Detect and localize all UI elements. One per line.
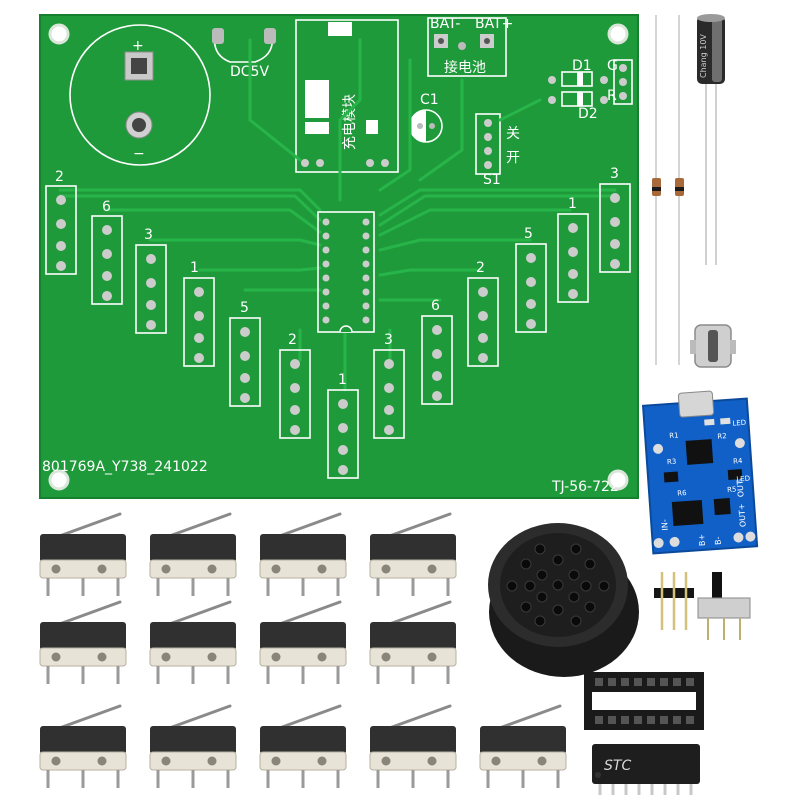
module-ref-r6: R6 [677,489,687,498]
microswitch [369,512,457,596]
key-number: 1 [568,196,577,212]
capacitor-c1-footprint: C1 [409,92,443,143]
module-ref-led: LED [736,475,750,484]
microswitch [39,704,127,788]
module-in-minus: IN- [660,519,670,531]
microswitch [259,600,347,684]
d2-label: D2 [578,106,598,122]
key-number: 5 [240,300,249,316]
key-number: 5 [524,226,533,242]
mount-hole [48,469,70,491]
key-footprint [467,277,499,367]
key-footprint [373,349,405,439]
ic-label: STC [604,758,631,774]
module-out-minus: OUT- [735,478,745,498]
slide-switch [697,572,751,640]
d1-label: D1 [572,58,592,74]
gate-label-r: R [607,88,617,104]
module-b-minus: B- [713,536,723,545]
board-code: 801769A_Y738_241022 [42,459,208,475]
mount-hole [48,23,70,45]
microswitch [259,704,347,788]
key-footprint [515,243,547,333]
board-id: TJ-56-722 [551,479,619,495]
module-ref-r1: R1 [669,431,679,440]
microswitch [39,512,127,596]
key-footprint [599,183,631,273]
battery-label: 接电池 [444,59,486,76]
key-footprint [229,317,261,407]
module-b-plus: B+ [697,534,707,547]
key-footprints [45,183,631,479]
microswitch [369,704,457,788]
switch-off-label: 关 [506,126,520,142]
module-ref-r3: R3 [667,458,677,467]
diode-footprints: D1 D2 G R [548,58,633,122]
microswitch [149,704,237,788]
mount-hole [607,469,629,491]
key-number: 3 [384,332,393,348]
microswitch [369,600,457,684]
ic-socket [584,672,704,730]
module-out-plus: OUT+ [737,503,748,527]
key-footprint [557,213,589,303]
key-number: 1 [190,260,199,276]
key-footprint [327,389,359,479]
switch-s1-footprint: 关 开 S1 [475,113,520,188]
gate-label-g: G [607,58,618,74]
bat-neg-label: BAT- [430,16,460,32]
key-footprint [135,244,167,334]
key-number-labels: 2 6 3 1 5 2 1 3 6 2 5 1 3 [55,166,619,388]
microswitch [149,512,237,596]
c1-label: C1 [420,92,439,108]
key-number: 3 [610,166,619,182]
speaker-plus-sign: + [132,38,144,54]
module-pad-labels: IN- B+ B- OUT+ OUT- [660,478,748,547]
pcb-board: + − DC5V 充电模块 BAT- BAT+ [39,14,639,499]
key-number: 3 [144,227,153,243]
key-footprint [91,215,123,305]
module-ref-led: LED [732,419,746,428]
microswitch [479,704,567,788]
microswitch [149,600,237,684]
diodes [652,15,684,365]
microswitch [259,512,347,596]
mount-hole [607,23,629,45]
key-number: 2 [288,332,297,348]
ic-chip: STC [592,744,700,795]
module-ref-r4: R4 [733,457,743,466]
key-number: 6 [102,199,111,215]
key-number: 1 [338,372,347,388]
usb-c-connector [690,324,736,368]
ic-socket-footprint [317,211,375,333]
charge-module: R1 R2 R3 R4 R5 R6 LED LED IN- B+ B- OUT+… [641,390,759,555]
speaker [488,523,639,677]
key-footprint [421,315,453,405]
key-footprint [45,185,77,275]
pcb-traces [58,38,617,392]
key-footprint [183,277,215,367]
bat-pos-label: BAT+ [475,16,513,32]
key-footprint [279,349,311,439]
key-number: 2 [55,169,64,185]
key-number: 2 [476,260,485,276]
pin-header [654,572,694,630]
key-number: 6 [431,298,440,314]
speaker-minus-sign: − [133,146,145,162]
module-ref-r2: R2 [717,432,727,441]
speaker-footprint: + − [69,24,211,166]
electrolytic-capacitor: Chang 10V [697,14,725,265]
battery-connector: BAT- BAT+ 接电池 [427,16,513,77]
switch-on-label: 开 [506,150,520,166]
switch-ref-label: S1 [483,172,501,188]
microswitch-grid [39,512,567,788]
capacitor-label: Chang 10V [699,34,708,78]
module-ref-r5: R5 [727,486,737,495]
microswitch [39,600,127,684]
